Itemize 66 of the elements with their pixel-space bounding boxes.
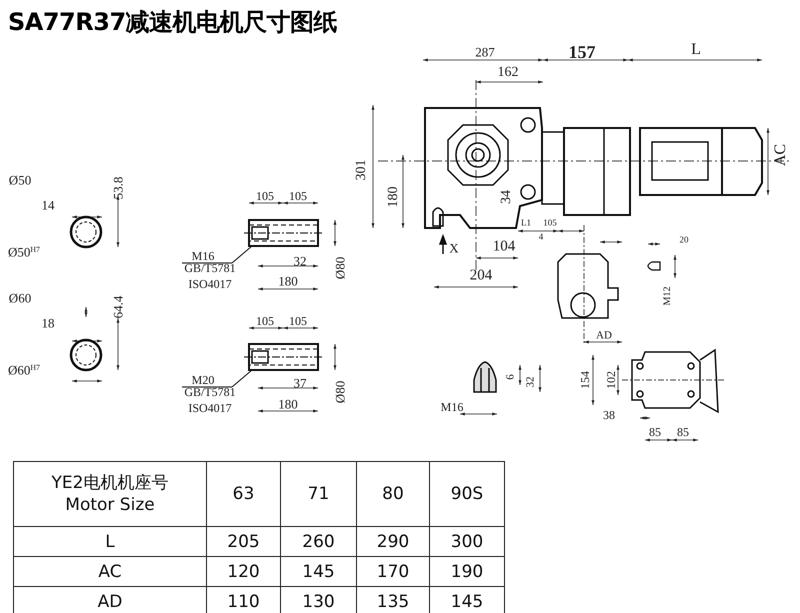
dimension-label: 14 [42, 198, 54, 212]
dimension-label: 287 [475, 46, 495, 58]
dimension-label: 20 [680, 236, 688, 244]
table-header-cell: 71 [280, 462, 356, 526]
dimension-label: X [449, 242, 459, 254]
dimension-label: L [691, 42, 701, 58]
dimension-label: M16 [440, 401, 464, 413]
dimension-label: GB/T5781 [184, 386, 236, 398]
dimension-label: 105 [256, 315, 274, 327]
table-cell: 145 [280, 556, 356, 586]
dimension-label: 105 [289, 315, 307, 327]
dimension-label: 104 [492, 240, 516, 254]
dimension-label: Ø80 [334, 380, 346, 404]
dimension-label: 105 [256, 190, 274, 202]
dimension-label: 37 [294, 376, 306, 390]
dimension-label: 105 [289, 190, 307, 202]
dimension-label: 157 [568, 43, 596, 61]
dimension-label: 204 [470, 268, 492, 284]
dimension-label: 53.8 [112, 176, 124, 200]
dimension-label: 34 [500, 190, 514, 204]
dimension-label: 18 [42, 316, 54, 330]
table-header-cell: 90S [430, 462, 504, 526]
dimension-label: 180 [278, 274, 298, 288]
dimension-label: 6 [506, 374, 516, 380]
table-cell: 120 [206, 556, 280, 586]
dimension-label: 301 [355, 160, 369, 180]
dimension-label: 4 [538, 232, 544, 242]
dimension-label: M12 [663, 286, 673, 306]
dimension-label: 102 [605, 371, 617, 389]
dimension-label: Ø60$^{H7}$ [8, 364, 40, 376]
table-header-cell: YE2电机机座号 Motor Size [14, 462, 206, 526]
table-cell: 290 [356, 526, 430, 556]
dimension-label: 85 [677, 426, 689, 438]
dimension-label: M20 [192, 374, 214, 386]
table-cell: 170 [356, 556, 430, 586]
dimension-label: 85 [649, 426, 661, 438]
table-cell: 260 [280, 526, 356, 556]
dimension-label: ISO4017 [188, 278, 232, 290]
table-header-cell: 80 [356, 462, 430, 526]
dimension-label: Ø80 [334, 256, 346, 280]
dimension-label: Ø50 [8, 174, 32, 186]
table-cell: 205 [206, 526, 280, 556]
table-cell: AC [14, 556, 206, 586]
dimension-label: 32 [526, 376, 536, 388]
table-cell: 300 [430, 526, 504, 556]
dimension-label: Ø50$^{H7}$ [8, 246, 40, 258]
dimension-label: 38 [603, 409, 615, 421]
dimension-label: AD [596, 330, 612, 342]
table-header-cell: 63 [206, 462, 280, 526]
dimension-label: L1 [521, 218, 531, 228]
table-cell: 190 [430, 556, 504, 586]
dimension-label: 180 [278, 398, 298, 410]
dimension-label: Ø60 [8, 292, 32, 304]
table-cell: L [14, 526, 206, 556]
title: SA77R37减速机电机尺寸图纸 [8, 7, 338, 38]
table-cell: AD [14, 586, 206, 613]
dimension-label: 154 [579, 371, 591, 389]
dimension-label: AC [773, 144, 789, 166]
dimension-label: 105 [543, 218, 557, 228]
dimension-label: 32 [294, 254, 306, 268]
dimension-label: ISO4017 [188, 402, 232, 414]
dimension-label: M16 [192, 250, 214, 262]
dimension-label: 162 [498, 66, 518, 80]
dimension-label: 180 [387, 186, 401, 208]
dimension-label: 64.4 [112, 296, 124, 318]
dimension-label: GB/T5781 [184, 262, 236, 274]
